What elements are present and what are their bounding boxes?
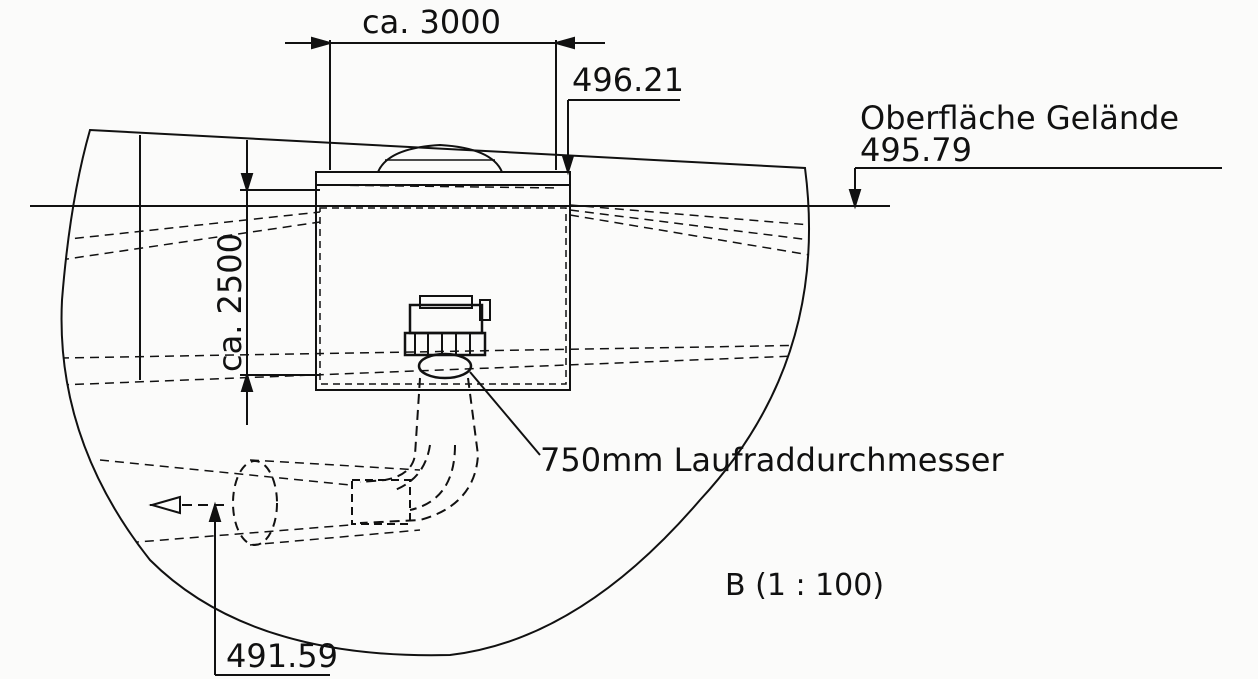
width-dimension-label: ca. 3000 (362, 3, 501, 41)
width-dimension (285, 36, 605, 170)
elev-bottom-leader (208, 501, 330, 676)
elev-top-label: 496.21 (572, 61, 684, 99)
inlet-opening (232, 460, 278, 546)
pipe-flange (351, 479, 411, 525)
elev-top-leader (561, 99, 680, 176)
flow-arrow (148, 495, 230, 515)
detail-scale-label: B (1 : 100) (725, 568, 885, 603)
impeller-label: 750mm Laufraddurchmesser (540, 441, 1004, 479)
pump-unit (403, 295, 491, 380)
impeller-leader (469, 371, 541, 456)
hidden-pipes (61, 184, 810, 546)
detail-boundary (60, 128, 811, 657)
elev-bottom-label: 491.59 (226, 637, 338, 675)
surface-elev-label: 495.79 (860, 131, 972, 169)
elbow-pipe (359, 377, 480, 524)
height-dimension-label: ca. 2500 (211, 233, 249, 372)
surface-leader (848, 167, 1222, 210)
surface-title: Oberfläche Gelände (860, 99, 1180, 137)
